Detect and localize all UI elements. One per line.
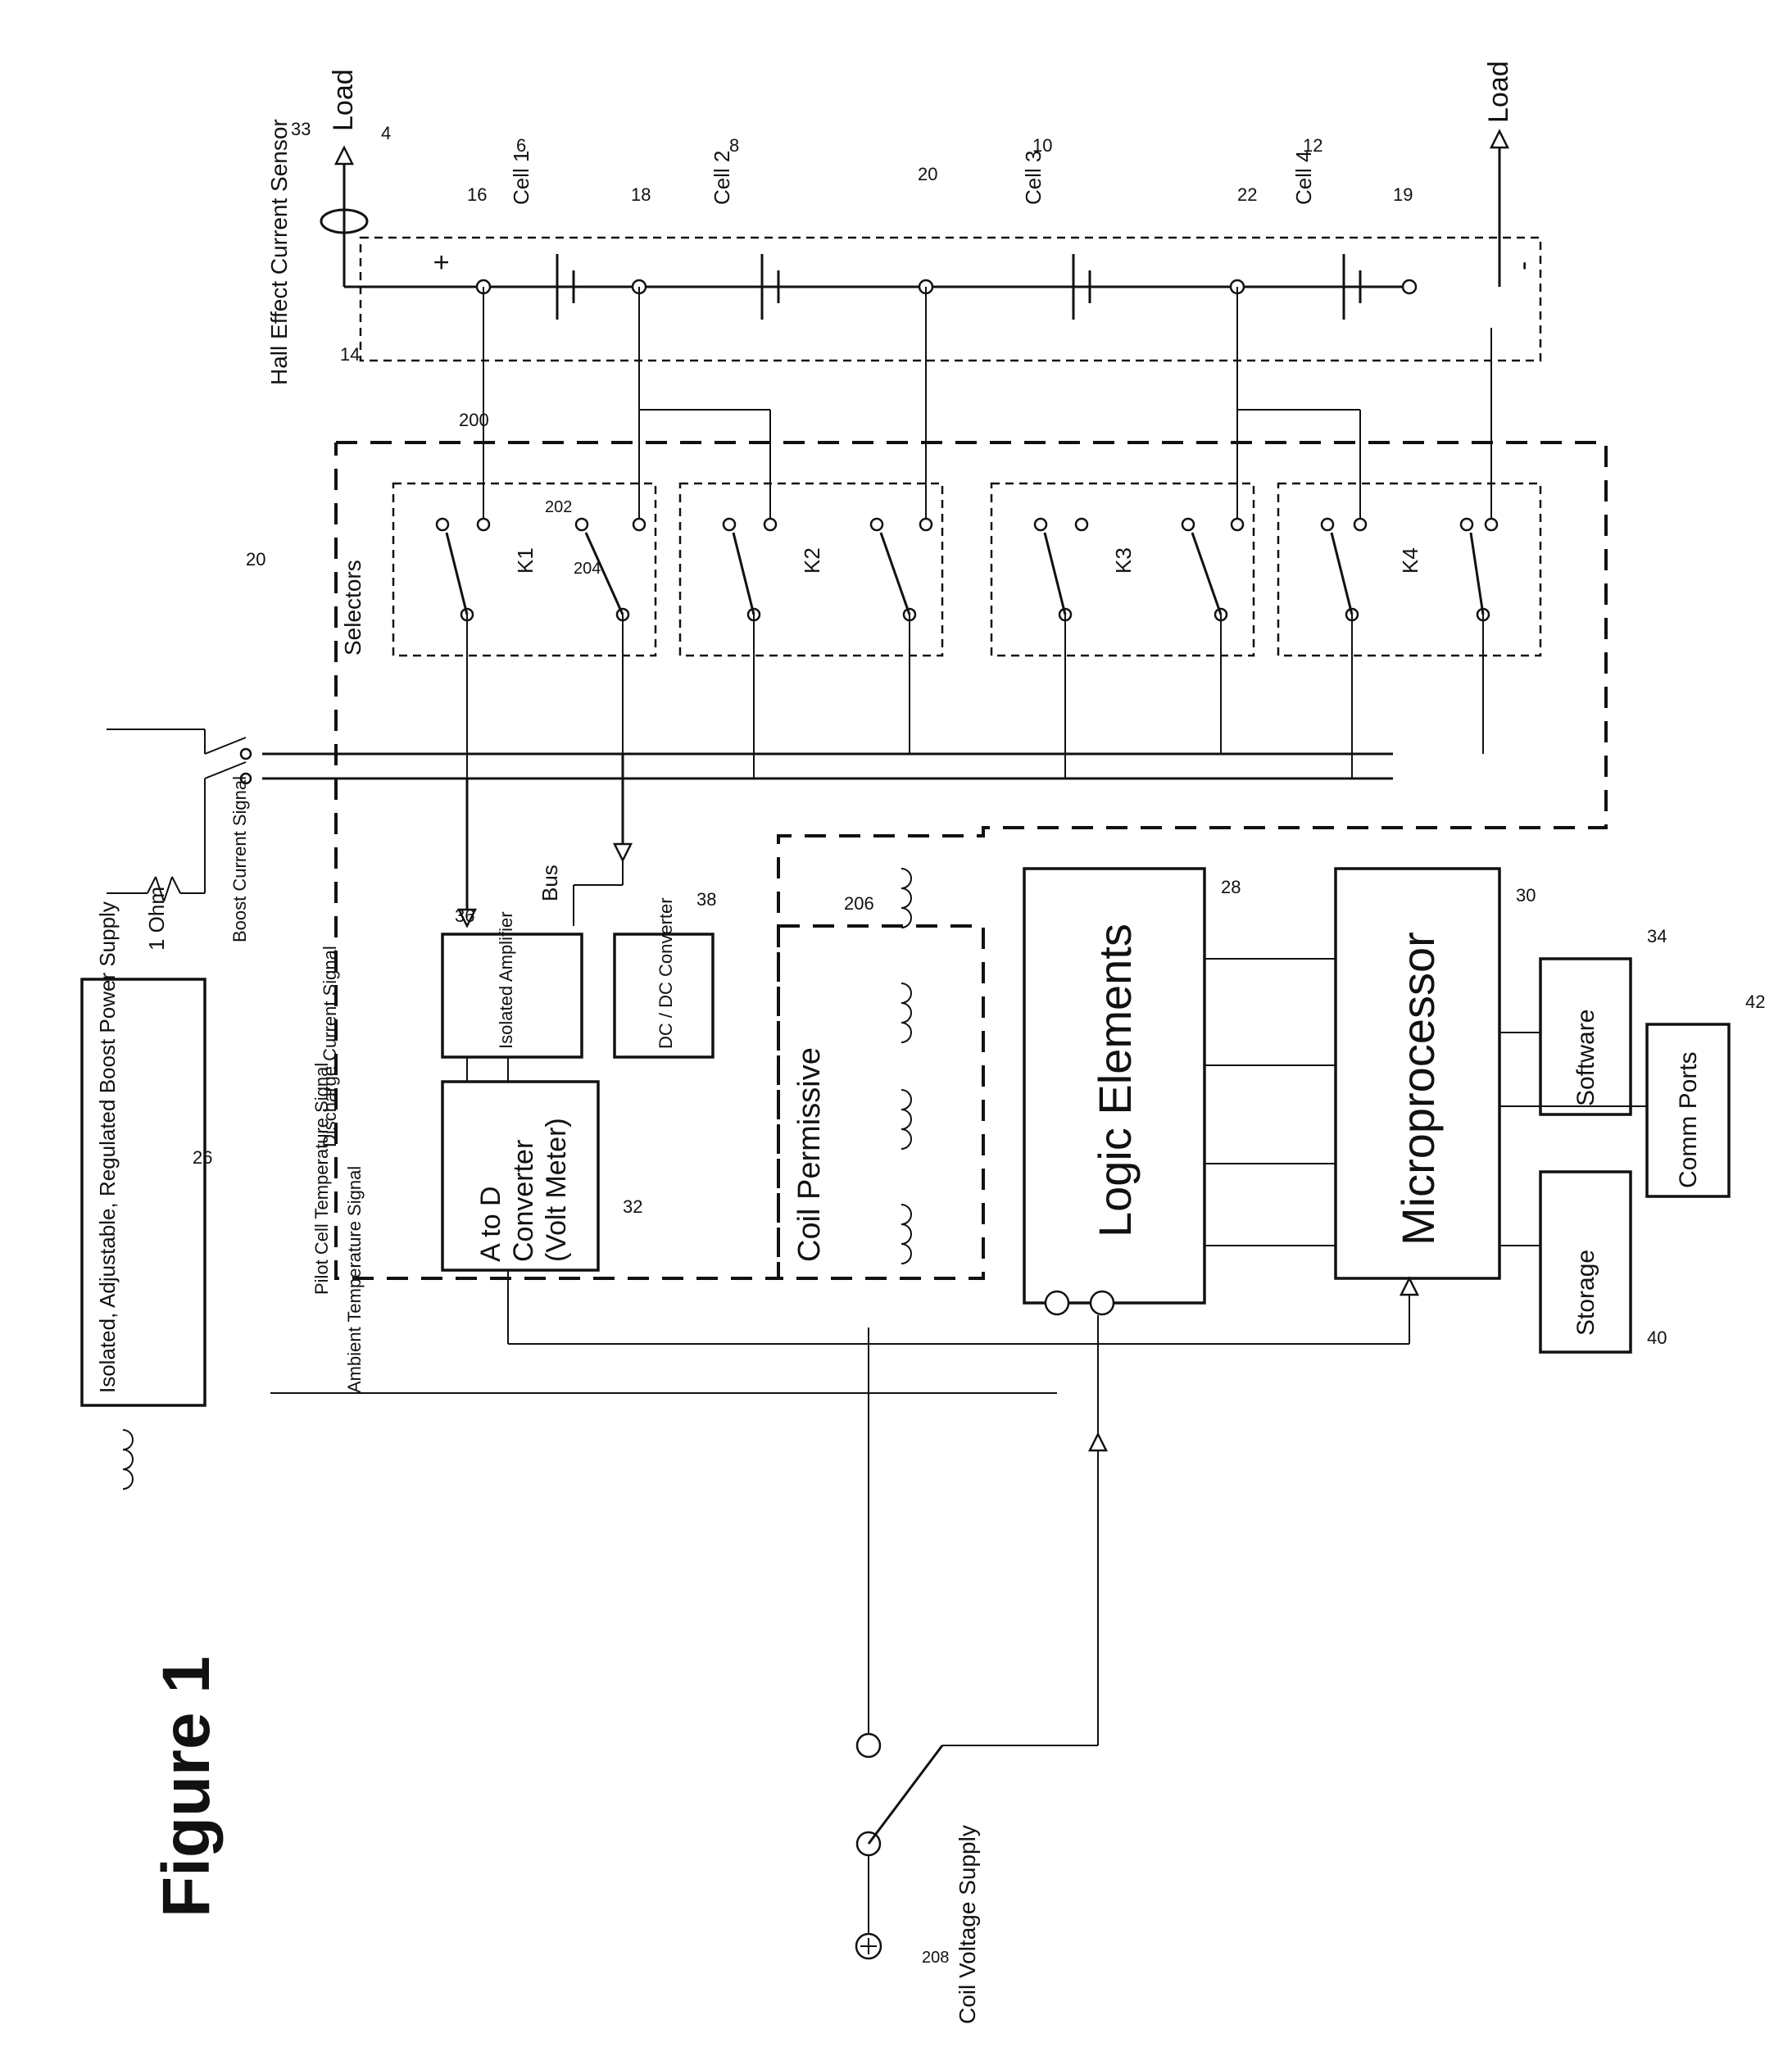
battery-plus-label: +: [426, 254, 457, 270]
storage-box: [1539, 1170, 1632, 1354]
software-label: Software: [1572, 1010, 1599, 1106]
ref-16: 16: [467, 184, 487, 205]
figure-title-group: Figure 1: [149, 1656, 224, 1918]
cell-3-symbol: [1072, 254, 1091, 320]
hall-effect-label: Hall Effect Current Sensor: [266, 119, 292, 385]
battery-string-box: [359, 236, 1542, 362]
cell-4-symbol: [1342, 254, 1362, 320]
boost-power-supply-label: Isolated, Adjustable, Regulated Boost Po…: [95, 901, 120, 1393]
ref-206: 206: [844, 893, 874, 914]
boost-current-signal-label: Boost Current Signal: [229, 776, 250, 942]
ref-20a: 20: [918, 164, 937, 184]
figure-title: Figure 1: [149, 1656, 224, 1918]
load-bottom-label: Load: [1483, 61, 1514, 123]
selector-box-4: [1277, 482, 1542, 657]
ref-22: 22: [1237, 184, 1257, 205]
battery-minus-label: -: [1508, 261, 1539, 270]
dc-dc-converter-label: DC / DC Converter: [656, 897, 676, 1049]
comm-ports-box: [1645, 1023, 1731, 1198]
isolated-amplifier-label: Isolated Amplifier: [496, 911, 516, 1049]
selector-box-3: [990, 482, 1255, 657]
logic-elements-label: Logic Elements: [1089, 924, 1141, 1237]
relay-k3-label: K3: [1111, 547, 1136, 574]
discharge-current-signal-label: Discharge Current Signal: [320, 946, 340, 1147]
ambient-temperature-label: Ambient Temperature Signal: [344, 1166, 365, 1393]
cell-1-symbol: [556, 254, 575, 320]
microprocessor-label: Microprocessor: [1392, 932, 1444, 1246]
selector-box-1: [392, 482, 657, 657]
ref-36: 36: [455, 905, 474, 926]
selector-box-2: [678, 482, 944, 657]
microprocessor-box: [1334, 867, 1501, 1280]
ref-208: 208: [922, 1949, 949, 1967]
ref-19: 19: [1393, 184, 1413, 205]
ref-200: 200: [459, 410, 489, 430]
software-box: [1539, 957, 1632, 1116]
ref-34: 34: [1647, 926, 1667, 946]
dc-dc-converter-box: [613, 933, 715, 1059]
relay-contacts-k3: [1033, 517, 1245, 622]
load-top-arrow: [333, 145, 355, 166]
logic-elements-box: [1023, 867, 1206, 1305]
selectors-region: [334, 441, 1608, 1280]
resistor-label: 1 Ohm: [144, 887, 169, 951]
selectors-label: Selectors: [340, 560, 365, 656]
ref-42: 42: [1745, 992, 1765, 1012]
relay-k1-label: K1: [513, 547, 538, 574]
ad-converter-line3: (Volt Meter): [541, 1118, 572, 1262]
logic-input-a: [1044, 1290, 1070, 1316]
ref-202: 202: [545, 498, 572, 516]
cell-2-label: Cell 2: [710, 151, 734, 205]
load-top-label: Load: [328, 69, 359, 131]
ref-38: 38: [696, 889, 716, 910]
ref-32: 32: [623, 1196, 642, 1217]
relay-k4-label: K4: [1398, 547, 1422, 574]
ref-20b: 20: [246, 549, 265, 570]
coil-switch-terminal-a: [855, 1732, 882, 1759]
ref-26: 26: [193, 1147, 212, 1168]
tap-19: [1401, 279, 1418, 295]
relay-contacts-k1: [435, 517, 646, 622]
ref-10: 10: [1032, 135, 1052, 156]
transformer-coil-icon: [122, 1429, 134, 1490]
storage-label: Storage: [1572, 1250, 1599, 1336]
ref-18: 18: [631, 184, 651, 205]
ref-12: 12: [1303, 135, 1322, 156]
comm-ports-label: Comm Ports: [1675, 1051, 1702, 1188]
ref-14: 14: [340, 344, 360, 365]
cell-3-label: Cell 3: [1021, 151, 1046, 205]
ad-converter-line1: A to D: [475, 1186, 506, 1262]
ref-6: 6: [516, 135, 526, 156]
load-bottom-arrow: [1489, 129, 1510, 149]
cell-4-label: Cell 4: [1291, 151, 1316, 205]
ref-8: 8: [729, 135, 739, 156]
cell-1-label: Cell 1: [509, 151, 533, 205]
pilot-cell-temperature-label: Pilot Cell Temperature Signal: [311, 1063, 332, 1295]
ad-converter-box: [441, 1080, 600, 1272]
isolated-amplifier-box: [441, 933, 583, 1059]
ref-30: 30: [1516, 885, 1536, 905]
ref-28: 28: [1221, 877, 1241, 897]
coils: [901, 868, 912, 1264]
coil-permissive-region: [777, 924, 985, 1280]
coil-voltage-supply-label: Coil Voltage Supply: [955, 1825, 980, 2024]
ref-40: 40: [1647, 1328, 1667, 1348]
ref-204: 204: [574, 560, 601, 578]
coil-switch-blade: [867, 1745, 944, 1845]
relay-contacts-k2: [722, 517, 933, 622]
relay-k2-label: K2: [800, 547, 824, 574]
bus-label: Bus: [538, 865, 562, 901]
ref-4: 4: [381, 123, 391, 143]
coil-permissive-label: Coil Permissive: [792, 1047, 827, 1262]
logic-input-b: [1089, 1290, 1115, 1316]
ad-converter-line2: Converter: [508, 1140, 539, 1262]
boost-power-supply-box: [80, 978, 206, 1407]
hall-effect-sensor: [320, 208, 369, 234]
ref-33: 33: [291, 119, 311, 139]
cell-2-symbol: [760, 254, 780, 320]
